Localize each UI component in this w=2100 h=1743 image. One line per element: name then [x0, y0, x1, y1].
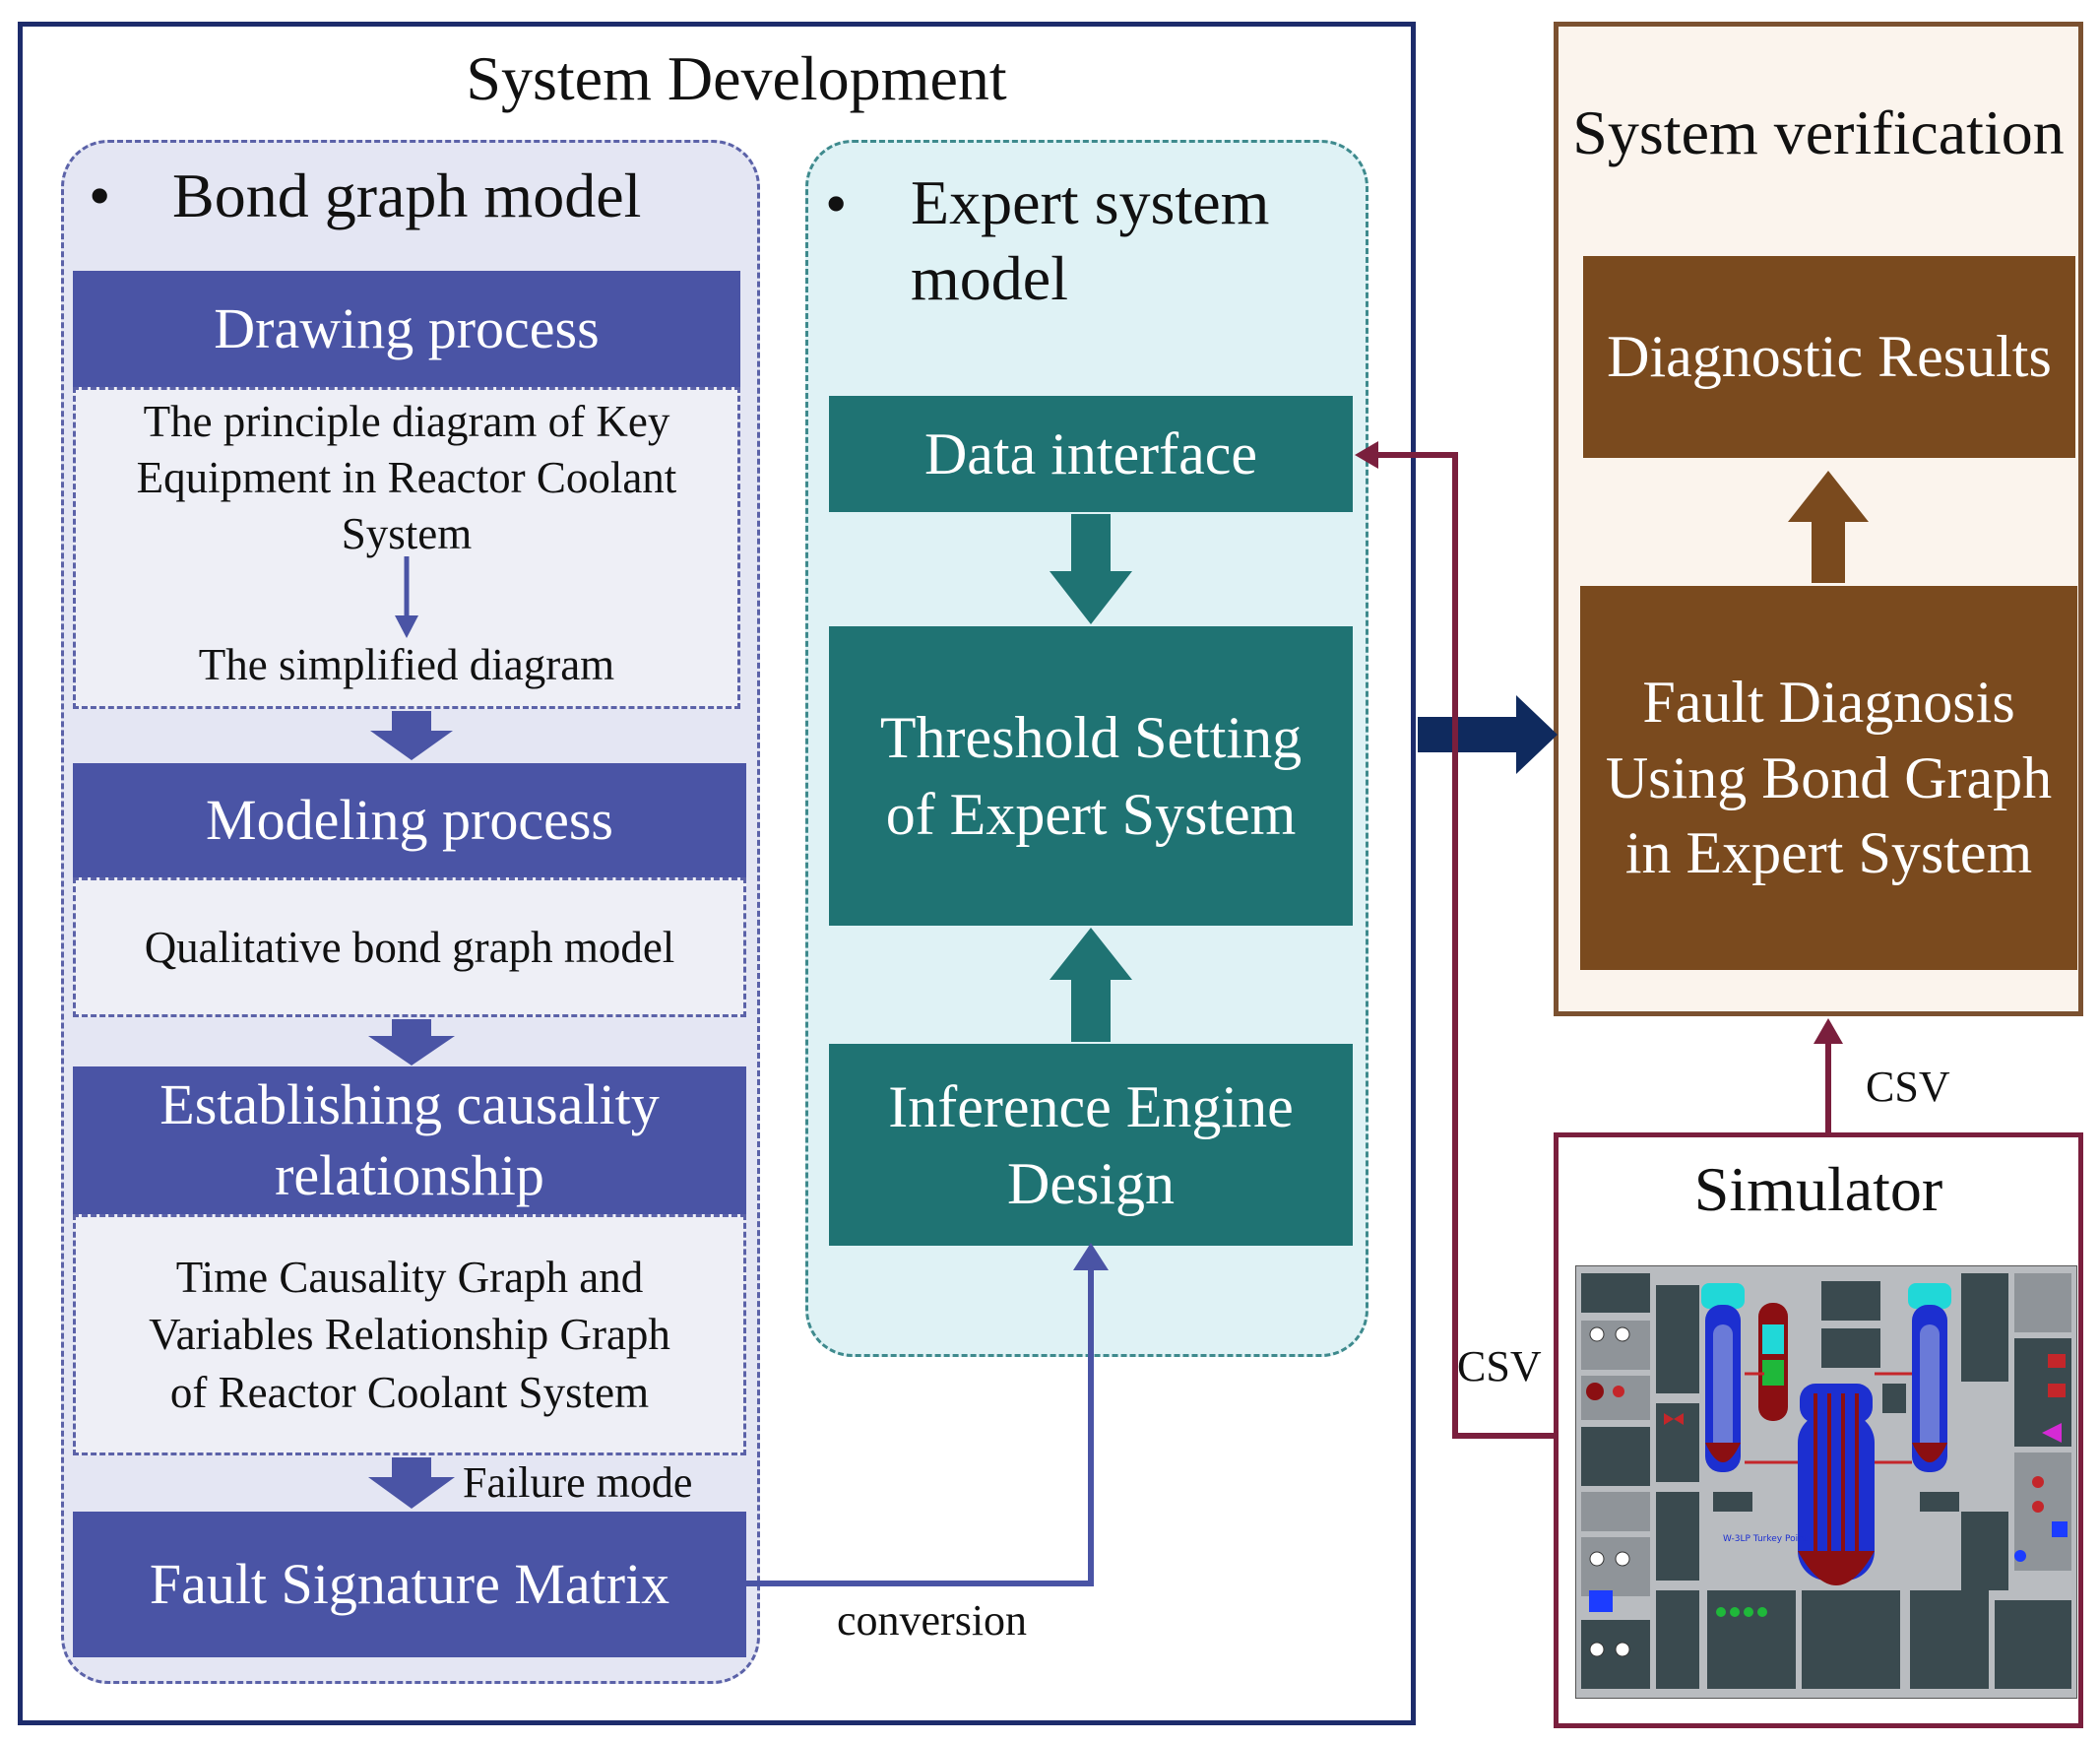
qualitative-model-text: Qualitative bond graph model	[73, 877, 746, 1017]
drawing-process-detail	[73, 387, 740, 709]
simulator-mid-panels: W-3LP Turkey Point	[1713, 1281, 1989, 1689]
bond-flow-arrow-3	[368, 1457, 455, 1509]
fault-diagnosis-box: Fault Diagnosis Using Bond Graph in Expe…	[1580, 586, 2077, 970]
inference-engine-box: Inference Engine Design	[829, 1044, 1353, 1246]
expert-system-header: Expert system model	[911, 167, 1270, 313]
brown-arrow-up	[1788, 471, 1869, 583]
establishing-causality-box: Establishing causality relationship	[73, 1066, 746, 1214]
diagnostic-results-box: Diagnostic Results	[1583, 256, 2075, 458]
bond-graph-header: Bond graph model	[172, 161, 642, 230]
simulator-panel-caption: W-3LP Turkey Point	[1723, 1534, 1808, 1544]
csv-connector-top	[1814, 1018, 1843, 1132]
system-verification-title: System verification	[1572, 97, 2065, 167]
drawing-arrow	[395, 556, 418, 638]
simulator-screenshot: W-3LP Turkey Point	[1575, 1265, 2077, 1699]
bond-graph-bullet: •	[89, 161, 111, 230]
causality-graph-text: Time Causality Graph and Variables Relat…	[73, 1214, 746, 1455]
csv-label-left: CSV	[1457, 1342, 1542, 1390]
modeling-process-box: Modeling process	[73, 763, 746, 877]
teal-arrow-up	[1050, 928, 1132, 1042]
simulator-mid-left-panels	[1656, 1285, 1796, 1689]
steam-generator-right	[1908, 1283, 1951, 1472]
simulator-title: Simulator	[1693, 1154, 1943, 1224]
simulator-left-panels	[1581, 1273, 1650, 1689]
failure-mode-label: Failure mode	[463, 1458, 693, 1507]
bond-flow-arrow-2	[368, 1019, 455, 1065]
simulator-right-panels	[1961, 1273, 2071, 1689]
simplified-diagram-text: The simplified diagram	[198, 640, 615, 689]
conversion-connector	[746, 1243, 1109, 1586]
pressurizer	[1758, 1303, 1788, 1421]
steam-generator-left	[1701, 1283, 1745, 1472]
teal-arrow-down	[1050, 514, 1132, 624]
threshold-setting-box: Threshold Setting of Expert System	[829, 626, 1353, 926]
expert-system-bullet: •	[825, 168, 848, 238]
csv-label-top: CSV	[1866, 1063, 1950, 1111]
system-development-title: System Development	[466, 43, 1007, 113]
conversion-label: conversion	[837, 1596, 1028, 1645]
csv-connector-left	[1355, 441, 1554, 1439]
drawing-process-box: Drawing process	[73, 271, 740, 387]
navy-arrow-right	[1418, 695, 1558, 774]
principle-diagram-text: The principle diagram of Key Equipment i…	[136, 396, 677, 559]
fault-signature-matrix-box: Fault Signature Matrix	[73, 1512, 746, 1657]
reactor-vessel	[1798, 1384, 1875, 1585]
bond-flow-arrow-1	[370, 711, 453, 760]
data-interface-box: Data interface	[829, 396, 1353, 512]
